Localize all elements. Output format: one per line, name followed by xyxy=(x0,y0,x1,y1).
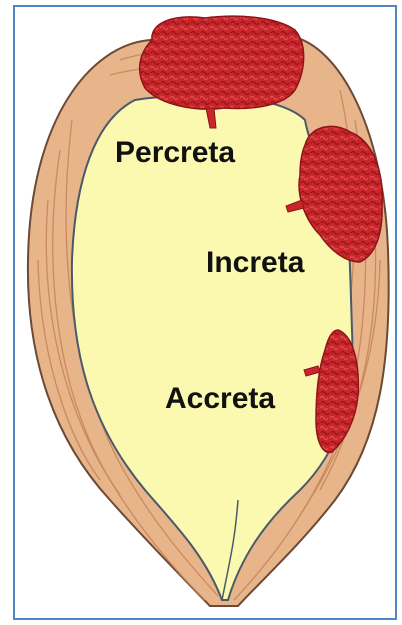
label-percreta: Percreta xyxy=(115,136,235,169)
label-increta: Increta xyxy=(206,246,305,279)
label-accreta: Accreta xyxy=(165,382,275,415)
placenta-percreta xyxy=(140,16,304,109)
